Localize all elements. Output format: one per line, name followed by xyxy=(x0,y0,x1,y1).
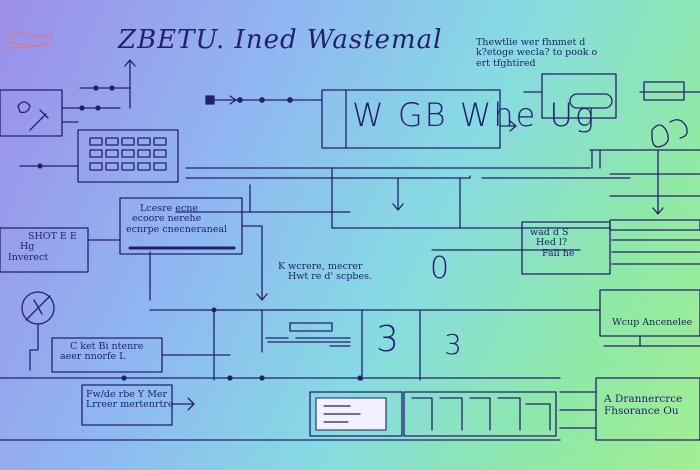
wire xyxy=(185,175,471,179)
panel-line: Fw/de rbe Y Mer xyxy=(86,389,168,400)
right-screen xyxy=(599,289,700,337)
center-panel-text: W GB Whe Ug xyxy=(352,96,597,134)
bottom-connectors xyxy=(403,391,557,437)
panel-line: A Drannercrce xyxy=(604,393,683,405)
center-panel xyxy=(321,89,501,149)
bottom-left-box-2 xyxy=(81,384,173,426)
top-note-line: k?etoge wecla? to pook o xyxy=(476,47,598,59)
panel-line: ecoore nerehe xyxy=(132,213,202,225)
right-panel-text: wad d S Hed l? Fall he xyxy=(530,227,575,259)
panel-line: C ket Bi ntenre xyxy=(70,341,144,352)
mid-note-line: K wcrere, mecrer xyxy=(278,261,363,272)
panel-line: Hed l? xyxy=(536,237,568,249)
mid-note: K wcrere, mecrer Hwt re d' scpbes. xyxy=(278,261,373,283)
resistor xyxy=(289,322,333,332)
panel-line: Fall he xyxy=(542,247,575,259)
panel-line: Hg xyxy=(20,241,35,253)
numeral-three-small: 3 xyxy=(444,328,462,361)
bottom-left-box-2-text: Fw/de rbe Y Mer Lrreer mertenrtre xyxy=(86,389,174,411)
numeral-three: 3 xyxy=(376,319,399,360)
top-note-line: ert tfghtired xyxy=(476,57,536,69)
mid-note-line: Hwt re d' scpbes. xyxy=(288,271,373,283)
wire xyxy=(331,167,461,229)
right-panel xyxy=(521,221,611,275)
panel-line: SHOT E E xyxy=(28,231,77,242)
panel-line: ecnrpe cnecneraneal xyxy=(126,223,228,235)
right-bottom-panel xyxy=(595,377,700,441)
left-panel-2-text: Lcesre ecne ecoore nerehe ecnrpe cnecner… xyxy=(126,203,228,235)
right-screen-label: Wcup Ancenelee xyxy=(612,317,693,328)
wire xyxy=(392,177,404,211)
top-note-line: Thewtlie wer fhnmet d xyxy=(476,37,586,48)
diagram-title: ZBETU. Ined Wastemal xyxy=(118,25,443,55)
monitor-box xyxy=(0,89,63,137)
bottom-left-box-1-text: C ket Bi ntenre aeer nnorfe L xyxy=(60,341,144,363)
panel-line: Lcesre ecne xyxy=(140,203,198,214)
sketch-scribble xyxy=(5,32,53,47)
bottom-board xyxy=(309,391,403,437)
right-bottom-panel-text: A Drannercrce Fhsorance Ou xyxy=(604,393,683,417)
chip-box xyxy=(77,129,179,183)
panel-line: wad d S xyxy=(530,227,569,238)
top-note: Thewtlie wer fhnmet d k?etoge wecla? to … xyxy=(476,37,598,69)
panel-line: aeer nnorfe L xyxy=(60,351,126,363)
toggle-box xyxy=(541,73,617,119)
numeral-zero: 0 xyxy=(430,251,450,286)
left-panel-1 xyxy=(0,227,89,273)
panel-line: Inverect xyxy=(8,251,49,263)
wrench-icon xyxy=(17,101,49,131)
panel-line: Fhsorance Ou xyxy=(604,404,679,417)
panel-line: Lrreer mertenrtre xyxy=(86,399,174,411)
plug-icon xyxy=(651,119,688,148)
left-panel-1-text: SHOT E E Hg Inverect xyxy=(8,231,77,263)
